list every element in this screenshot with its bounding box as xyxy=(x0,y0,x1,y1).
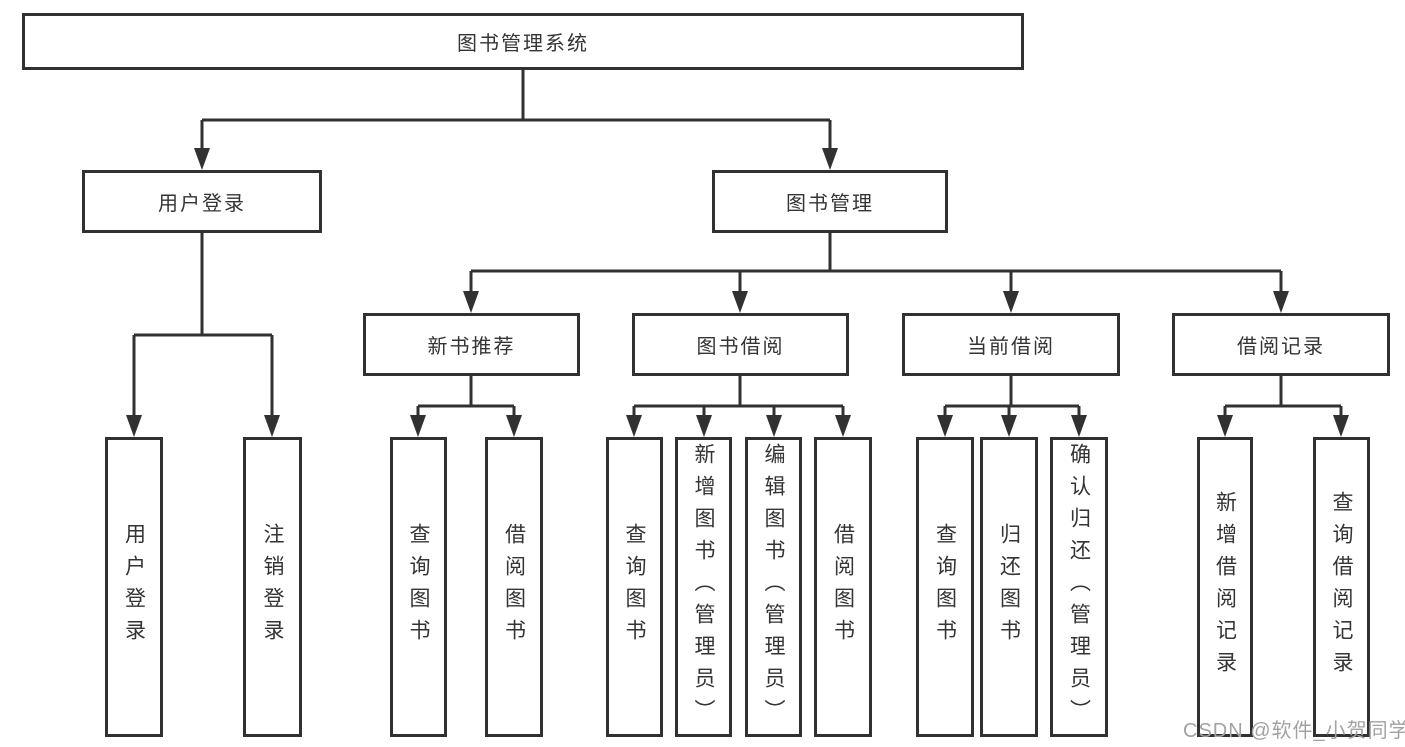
arrow-icon xyxy=(1001,415,1017,437)
node-current-borrow: 当前借阅 xyxy=(902,313,1120,376)
arrow-icon xyxy=(835,415,851,437)
leaf-logout: 注销登录 xyxy=(243,437,302,737)
leaf-edit-books-admin: 编辑图书（管理员） xyxy=(745,437,802,737)
arrow-icon xyxy=(822,148,838,170)
arrow-icon xyxy=(1333,415,1349,437)
arrow-icon xyxy=(126,415,142,437)
connector-current-borrow xyxy=(943,376,1081,416)
node-new-book-recommend: 新书推荐 xyxy=(363,313,580,376)
arrow-icon xyxy=(506,415,522,437)
arrow-icon xyxy=(1003,291,1019,313)
arrow-icon xyxy=(626,415,642,437)
node-borrow-records: 借阅记录 xyxy=(1172,313,1390,376)
arrow-icon xyxy=(696,415,712,437)
connector-root xyxy=(200,70,832,150)
leaf-current-query-books: 查询图书 xyxy=(916,437,974,737)
connector-borrow-records xyxy=(1223,376,1343,416)
leaf-return-books: 归还图书 xyxy=(980,437,1038,737)
leaf-borrow-books: 借阅图书 xyxy=(814,437,872,737)
arrow-icon xyxy=(194,148,210,170)
node-book-management: 图书管理 xyxy=(712,170,948,233)
leaf-query-borrow-record: 查询借阅记录 xyxy=(1313,437,1370,737)
arrow-icon xyxy=(410,415,426,437)
leaf-user-login: 用户登录 xyxy=(105,437,163,737)
leaf-recommend-query-books: 查询图书 xyxy=(390,437,447,737)
connector-book-borrow xyxy=(632,376,845,416)
leaf-recommend-borrow-books: 借阅图书 xyxy=(485,437,543,737)
node-book-borrow: 图书借阅 xyxy=(632,313,849,376)
arrow-icon xyxy=(937,415,953,437)
arrow-icon xyxy=(1273,291,1289,313)
leaf-add-books-admin: 新增图书（管理员） xyxy=(675,437,732,737)
csdn-watermark: CSDN @软件_小贺同学 xyxy=(1183,720,1405,742)
arrow-icon xyxy=(766,415,782,437)
node-root-system: 图书管理系统 xyxy=(22,13,1024,70)
connector-user-login xyxy=(132,233,274,416)
arrow-icon xyxy=(264,415,280,437)
connector-book-management xyxy=(469,233,1283,293)
arrow-icon xyxy=(1071,415,1087,437)
leaf-confirm-return-admin: 确认归还（管理员） xyxy=(1050,437,1108,737)
connector-new-book-recommend xyxy=(416,376,516,416)
arrow-icon xyxy=(463,291,479,313)
arrow-icon xyxy=(1217,415,1233,437)
leaf-borrow-query-books: 查询图书 xyxy=(606,437,663,737)
node-user-login: 用户登录 xyxy=(82,170,322,233)
arrow-icon xyxy=(732,291,748,313)
leaf-add-borrow-record: 新增借阅记录 xyxy=(1197,437,1253,737)
